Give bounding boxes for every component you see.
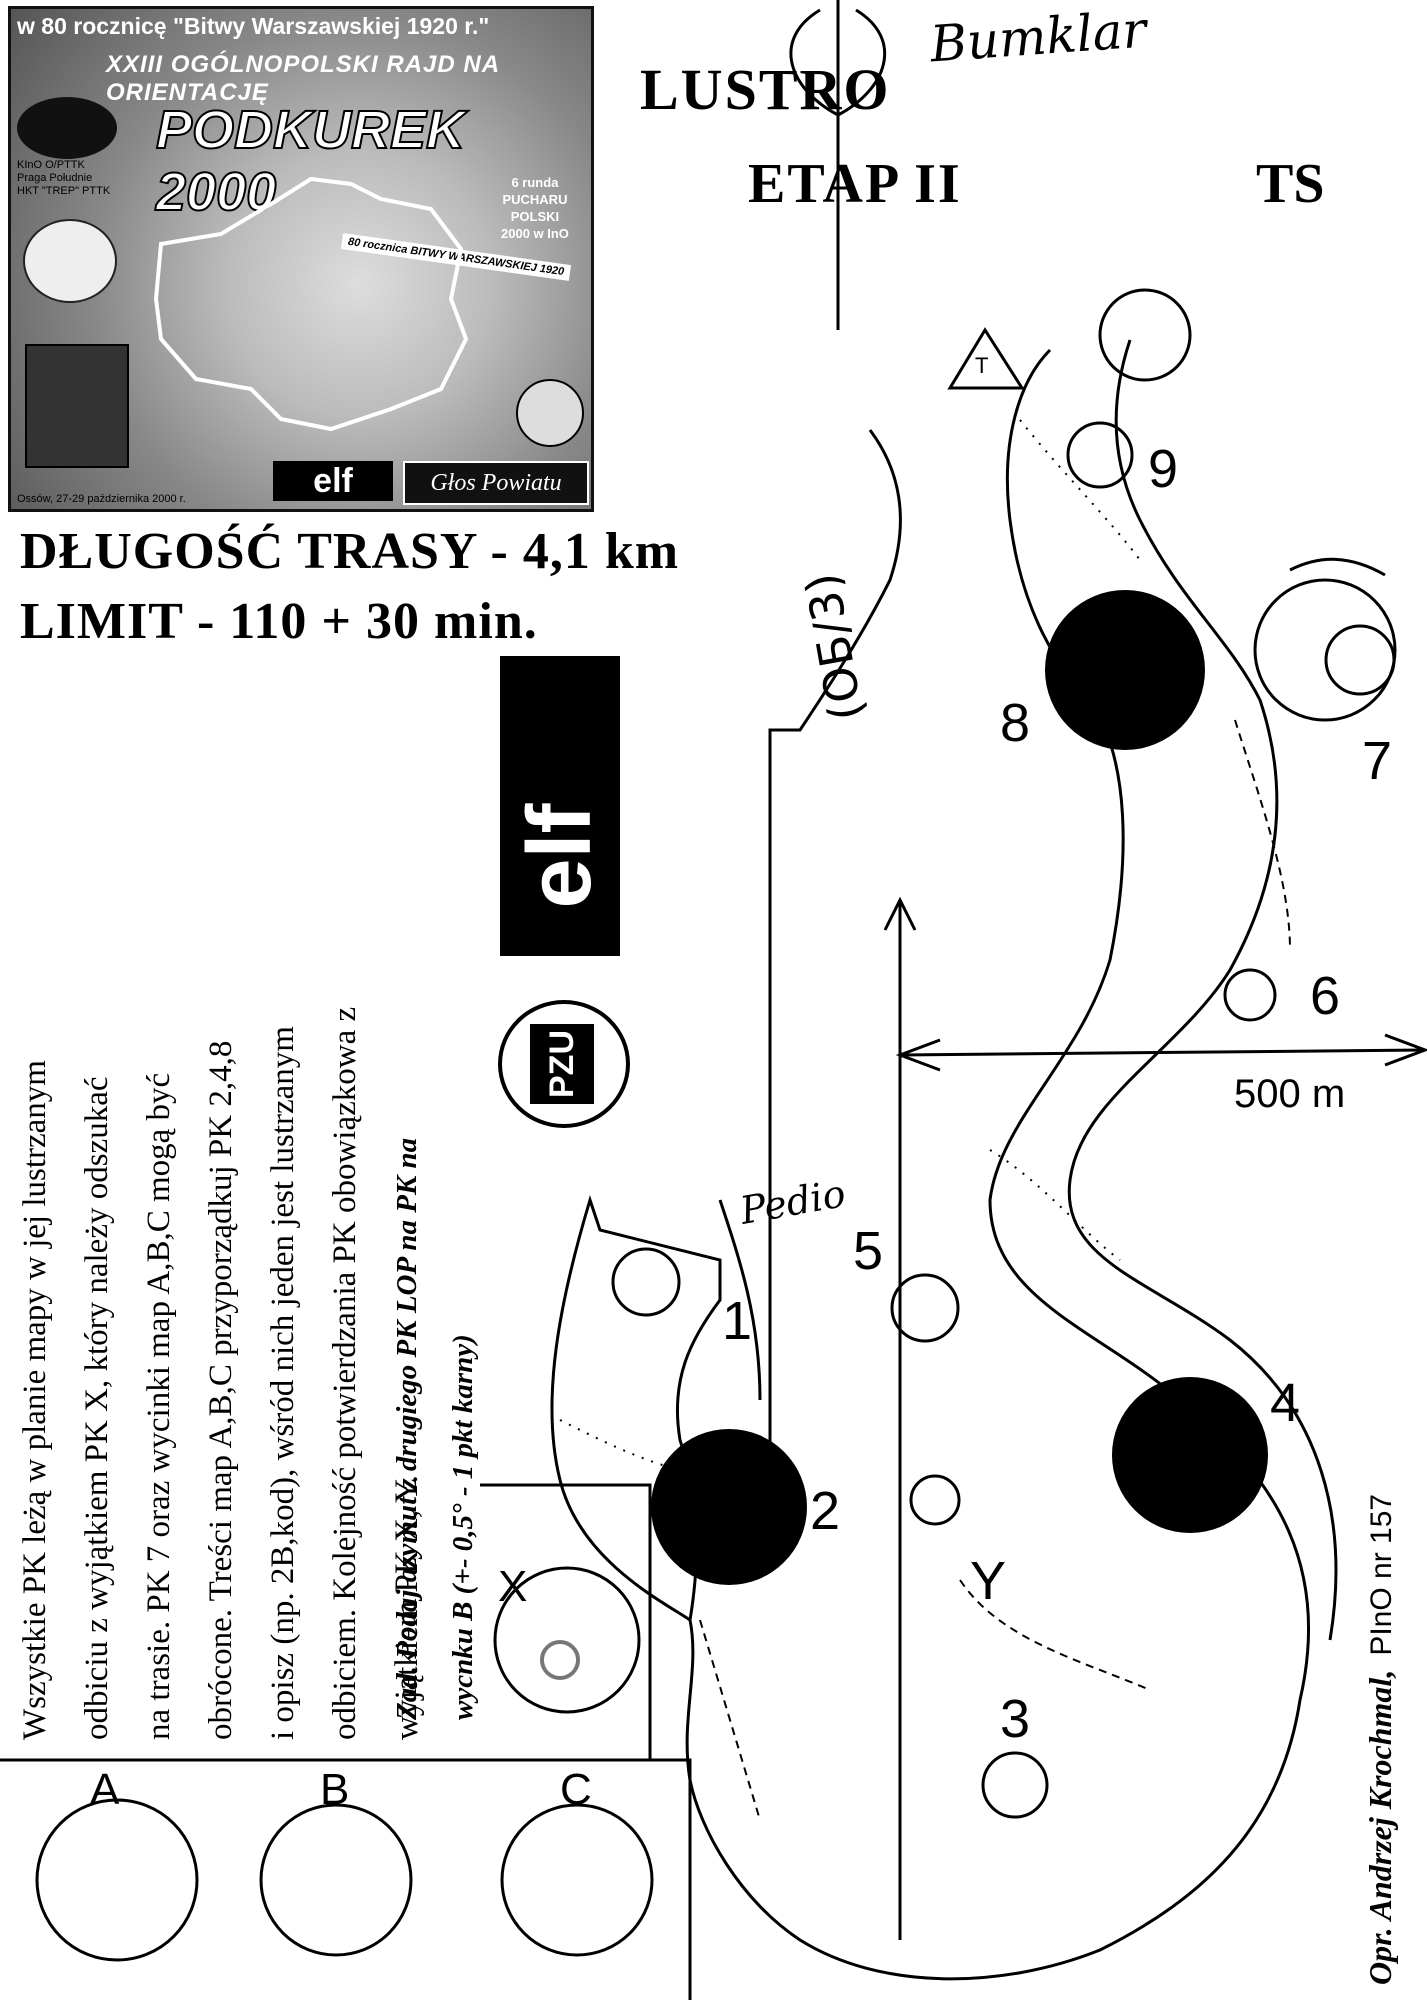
control-label-4: 4: [1270, 1373, 1301, 1433]
inset-label-x: X: [498, 1562, 528, 1611]
control-label-8: 8: [1000, 693, 1031, 753]
control-filled-8: [1045, 590, 1205, 750]
control-circle-1: [611, 1247, 681, 1317]
poster-coat-of-arms: [25, 344, 129, 468]
poster-emblem: [23, 219, 117, 303]
poster-seal: [516, 379, 584, 447]
control-filled-4: [1112, 1377, 1268, 1533]
control-circle-3: [981, 1751, 1049, 1819]
inset-x-sun-symbol: [540, 1640, 580, 1680]
dotted-path-mid: [989, 1149, 1121, 1261]
center-arrow-head: [883, 896, 917, 931]
poster-sponsor-elf: elf: [273, 461, 393, 501]
stage-label: ETAP II: [748, 153, 962, 215]
poster-organizers: KInO O/PTTK Praga Południe HKT "TREP" PT…: [17, 159, 111, 197]
poster-club-logo: [17, 97, 117, 159]
control-circle-6: [1223, 968, 1277, 1022]
poster-round-info: 6 runda PUCHARU POLSKI 2000 w InO: [501, 175, 569, 241]
insets-frame: [0, 1758, 692, 2000]
inset-b-circle: [259, 1803, 413, 1957]
inset-x-circle: [493, 1566, 641, 1714]
corridor-outer-edge: [685, 348, 1311, 1981]
author-licence: PInO nr 157: [1365, 1493, 1398, 1656]
control-circle-9-top: [1098, 288, 1192, 382]
control-filled-2: [651, 1429, 807, 1585]
dotted-path-west: [559, 1419, 681, 1471]
control-label-5: 5: [853, 1221, 884, 1281]
road-west: [768, 429, 902, 1500]
route-arrow-pedio: [718, 1199, 762, 1401]
dotted-path-north: [1019, 419, 1141, 561]
control-label-y: Y: [970, 1551, 1007, 1611]
control-circle-9: [1066, 421, 1134, 489]
route-limit: LIMIT - 110 + 30 min.: [20, 593, 538, 650]
inset-x-frame: [480, 1483, 652, 1762]
inset-label-c: C: [560, 1765, 592, 1814]
control-label-7: 7: [1362, 731, 1393, 791]
inset-a-circle: [35, 1798, 199, 1962]
pzu-logo: PZU: [498, 1000, 630, 1128]
triangle-label: T: [975, 353, 989, 378]
poster-place-date: Ossów, 27-29 października 2000 r.: [17, 493, 186, 505]
dashed-track-west: [699, 1619, 761, 1821]
poster-poland-map-outline: [153, 176, 469, 432]
scale-bar-right-tip: [1384, 1033, 1427, 1067]
control-label-6: 6: [1310, 966, 1341, 1026]
dashed-track-east: [1234, 719, 1291, 951]
north-arrow-top: [789, 8, 887, 117]
control-circle-7: [1253, 578, 1397, 722]
scale-label: 500 m: [1234, 1072, 1346, 1116]
category-label: TS: [1256, 153, 1325, 215]
poster-subtitle: XXIII OGÓLNOPOLSKI RAJD NA ORIENTACJĘ: [106, 51, 500, 106]
control-label-2: 2: [810, 1481, 841, 1541]
control-label-1: 1: [722, 1291, 753, 1351]
control-circle-y: [909, 1474, 961, 1526]
triangle-symbol: [947, 327, 1025, 390]
event-poster: w 80 rocznicę "Bitwy Warszawskiej 1920 r…: [8, 6, 594, 512]
control-label-3: 3: [1000, 1689, 1031, 1749]
control-inner-7: [1324, 624, 1396, 696]
poster-sponsor-glos-powiatu: Głos Powiatu: [403, 461, 589, 505]
control-circle-5: [890, 1273, 960, 1343]
poster-top-line: w 80 rocznicę "Bitwy Warszawskiej 1920 r…: [17, 13, 490, 39]
inset-c-circle: [500, 1803, 654, 1957]
left-lobe: [550, 1195, 722, 1623]
control-label-9: 9: [1148, 439, 1179, 499]
inset-label-a: A: [90, 1765, 120, 1814]
elf-logo: elf: [500, 656, 620, 956]
author-name: Opr. Andrzej Krochmal,: [1362, 1669, 1398, 1985]
route-length: DŁUGOŚĆ TRASY - 4,1 km: [20, 523, 680, 580]
inset-label-b: B: [320, 1765, 350, 1814]
scale-bar-line: [899, 1048, 1426, 1057]
scale-bar-left-tip: [895, 1038, 941, 1072]
corridor-inner-edge: [1067, 339, 1338, 1641]
rotate-arrow-7: [1289, 557, 1386, 577]
author-credit: Opr. Andrzej Krochmal, PInO nr 157: [1362, 1285, 1422, 1985]
poster-event-name: PODKUREK 2000: [155, 99, 466, 223]
